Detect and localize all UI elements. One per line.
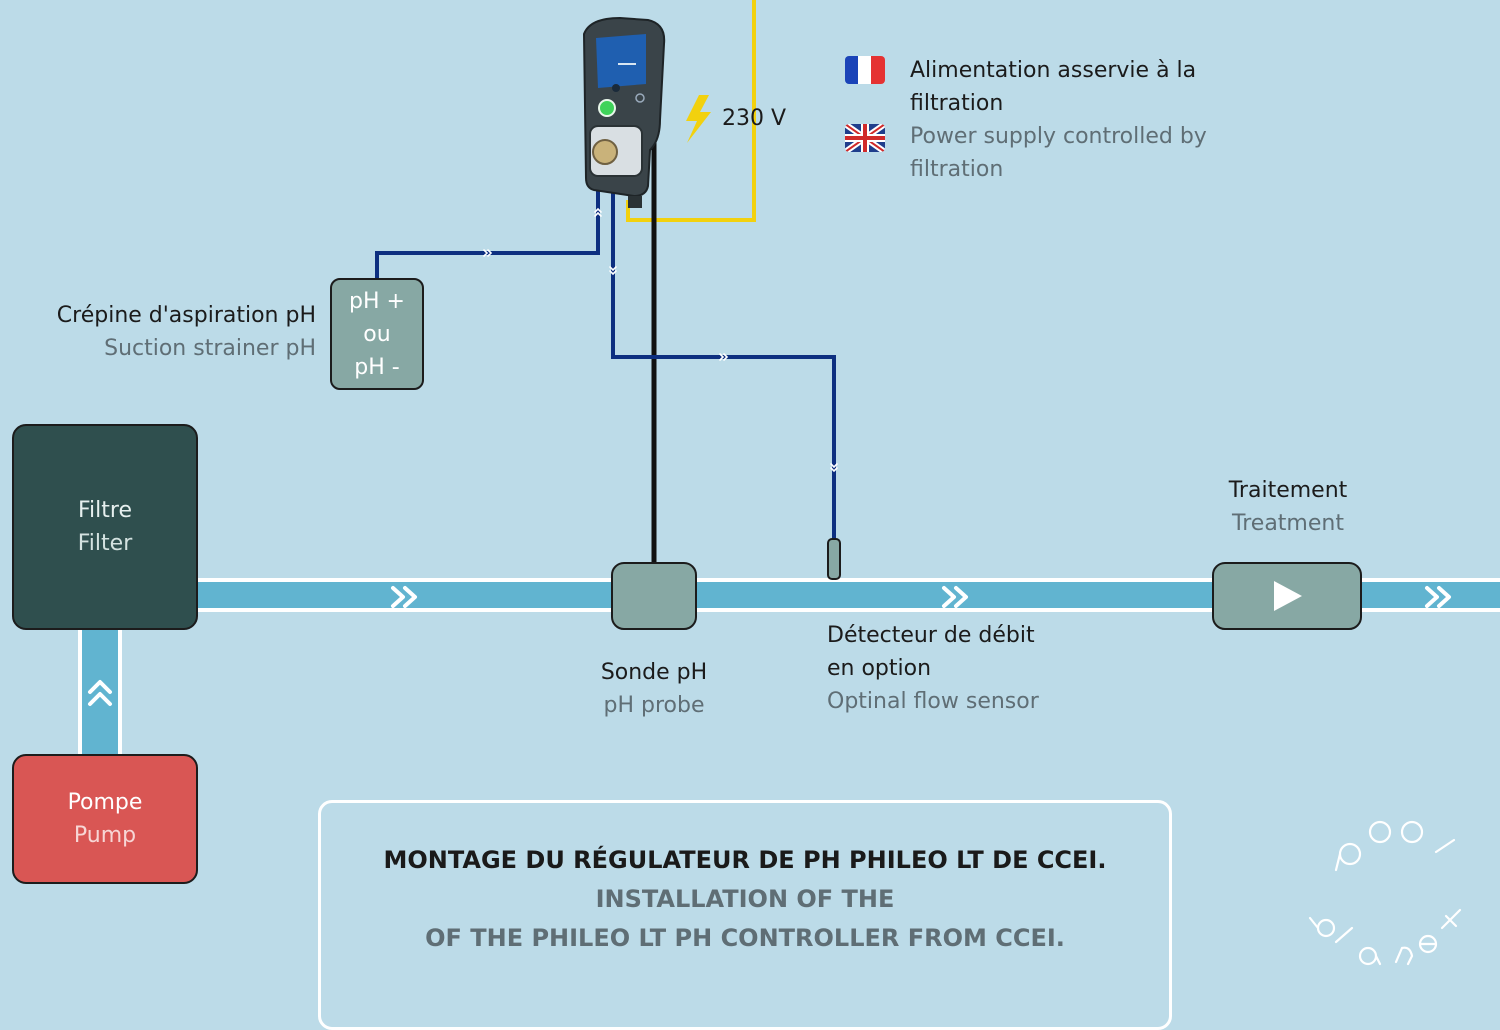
power-label-en: Power supply controlled by bbox=[910, 124, 1207, 149]
caption-box: MONTAGE DU RÉGULATEUR DE PH PHILEO LT DE… bbox=[318, 800, 1172, 1030]
flow-sensor-label-fr-2: en option bbox=[827, 656, 932, 681]
caption-title-fr: MONTAGE DU RÉGULATEUR DE PH PHILEO LT DE… bbox=[383, 846, 1107, 874]
strainer-label-fr: Crépine d'aspiration pH bbox=[56, 303, 316, 328]
strainer-label-en: Suction strainer pH bbox=[104, 336, 316, 361]
power-label-en-2: filtration bbox=[910, 157, 1004, 182]
flow-sensor bbox=[827, 538, 841, 580]
lightning-icon bbox=[686, 95, 711, 143]
strainer-line-3: pH - bbox=[354, 354, 400, 380]
filter-label-en: Filter bbox=[77, 531, 133, 556]
power-label-fr: Alimentation asservie à la bbox=[910, 58, 1197, 83]
power-led bbox=[598, 99, 616, 117]
strainer-line-2: ou bbox=[363, 321, 391, 347]
uk-flag-icon bbox=[845, 124, 885, 152]
tube-arrow-icon bbox=[719, 353, 729, 361]
probe-label-en: pH probe bbox=[603, 693, 705, 718]
treatment-label-fr: Traitement bbox=[1228, 478, 1348, 503]
france-flag-icon bbox=[845, 56, 885, 84]
caption-title-en-2: OF THE PHILEO LT PH CONTROLLER FROM CCEI… bbox=[425, 924, 1065, 952]
flow-arrow-icon bbox=[391, 586, 417, 608]
tube-arrow-icon bbox=[594, 207, 602, 217]
flow-sensor-label-en: Optinal flow sensor bbox=[827, 689, 1039, 714]
suction-strainer: pH + ou pH - bbox=[330, 278, 424, 390]
power-label-fr-2: filtration bbox=[910, 91, 1004, 116]
play-icon bbox=[1274, 581, 1302, 611]
ph-probe bbox=[611, 562, 697, 630]
tube-arrow-icon bbox=[483, 249, 493, 257]
caption-title-en-1: INSTALLATION OF THE bbox=[595, 885, 895, 913]
pump-label-en: Pump bbox=[73, 823, 137, 848]
pump-box: Pompe Pump bbox=[12, 754, 198, 884]
pump-filter-pipe bbox=[78, 630, 122, 754]
flow-arrow-icon bbox=[1425, 586, 1451, 608]
suction-tube bbox=[375, 165, 600, 278]
tube-arrow-icon bbox=[830, 463, 838, 473]
flow-sensor-label-fr: Détecteur de débit bbox=[827, 623, 1035, 648]
treatment-unit bbox=[1212, 562, 1362, 630]
peristaltic-pump-head bbox=[592, 139, 618, 165]
voltage-label: 230 V bbox=[722, 106, 787, 131]
probe-label-fr: Sonde pH bbox=[600, 660, 708, 685]
flow-up-arrow-icon bbox=[88, 680, 112, 706]
strainer-line-1: pH + bbox=[349, 288, 405, 314]
flow-arrow-icon bbox=[942, 586, 968, 608]
power-wire bbox=[626, 0, 756, 222]
installation-diagram bbox=[78, 0, 1500, 754]
filter-box: Filtre Filter bbox=[12, 424, 198, 630]
treatment-label-en: Treatment bbox=[1232, 511, 1344, 536]
filter-label-fr: Filtre bbox=[77, 498, 132, 523]
pump-label-fr: Pompe bbox=[67, 790, 143, 815]
pool-planet-logo bbox=[1308, 820, 1462, 966]
tube-arrow-icon bbox=[609, 266, 617, 276]
phileo-device bbox=[582, 16, 666, 208]
